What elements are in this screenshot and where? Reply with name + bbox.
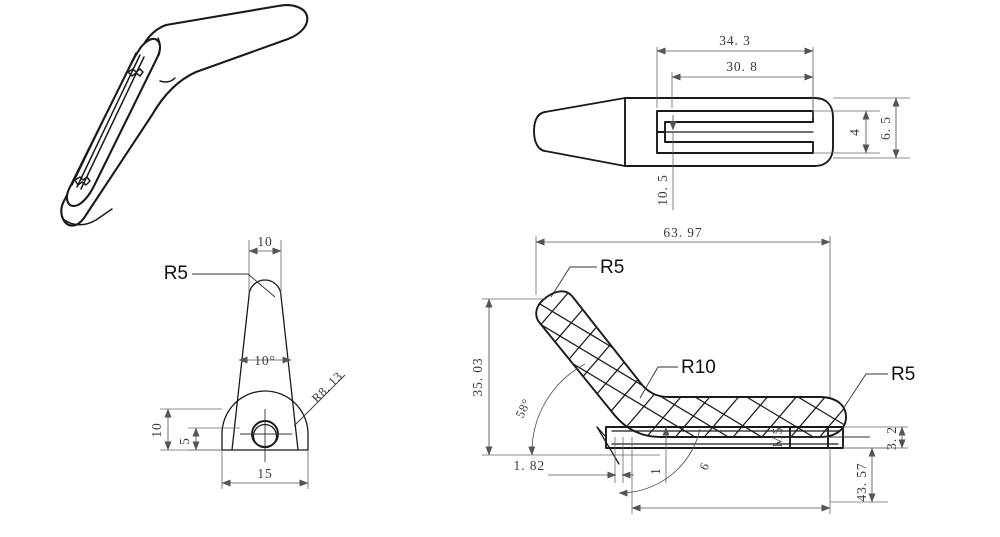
iso-nose-tip (159, 77, 176, 83)
top-body-outline (533, 97, 834, 167)
iso-notch-top (127, 68, 144, 77)
dimtext-6-5: 4 (847, 128, 862, 136)
dimtext-4: 10. 5 (655, 174, 670, 206)
dimtext-10-left: 10 (149, 422, 164, 437)
arc-70deg (618, 428, 701, 497)
dimtext-10-top: 10 (257, 234, 272, 249)
dimtext-30-8: 30. 8 (726, 59, 758, 74)
dimtext-3503: 35. 03 (470, 357, 485, 396)
radtext-r5-crown: R5 (164, 263, 188, 284)
dimtext-10-5: 6. 5 (878, 116, 893, 140)
isometric-3d-view (60, 4, 309, 227)
iso-slot-channel-a (71, 52, 137, 186)
radtext-r10: R10 (681, 357, 716, 378)
dimtext-6: M5 (770, 427, 785, 448)
dimtext-32: 43. 57 (854, 462, 869, 501)
dimtext-6397: 63. 97 (663, 225, 702, 240)
leader-r5-end (842, 373, 888, 410)
leader-r813 (293, 374, 346, 427)
top-plan-view: 34. 3 30. 8 6. 5 4 10. 5 (533, 33, 910, 210)
dimtext-182: 1. 82 (514, 458, 546, 473)
dimtext-m5: 3. 2 (884, 426, 899, 450)
leader-r5-crown (192, 273, 276, 298)
dimtext-15: 15 (257, 466, 272, 481)
leader-r10 (639, 366, 678, 399)
section-body-outline (535, 290, 847, 438)
dimtext-10deg: 10° (254, 353, 276, 368)
iso-notch-bottom (74, 176, 91, 186)
leader-r5-arm (550, 266, 597, 298)
radtext-r5-arm: R5 (600, 257, 624, 278)
radtext-r5-end: R5 (891, 364, 915, 385)
section-bore-left-wall (596, 426, 607, 438)
iso-slot-channel-c (80, 56, 145, 190)
dimtext-1: 1 (648, 467, 663, 475)
arc-58deg (528, 363, 586, 456)
iso-plate-lower-edge (62, 208, 113, 226)
front-boss-outline (221, 390, 309, 451)
dimtext-34-3: 34. 3 (719, 33, 751, 48)
iso-slot-channel-b (76, 54, 141, 188)
dimtext-5-left: 5 (177, 437, 192, 445)
front-leg-outline (231, 279, 299, 451)
